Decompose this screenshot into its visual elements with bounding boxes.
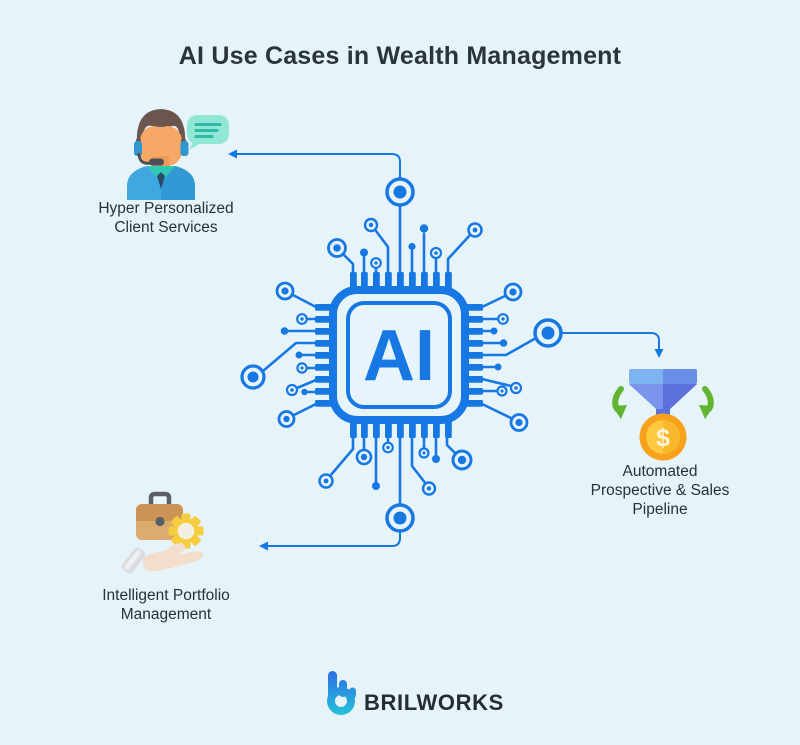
- brilworks-logo-mark: [327, 671, 356, 715]
- sales-funnel-icon: $: [612, 369, 714, 461]
- circuit-traces: [240, 177, 563, 533]
- label-line: Pipeline: [632, 501, 688, 518]
- connector-arrow-bottom-left: [259, 531, 401, 551]
- brand-wordmark: BRILWORKS: [364, 690, 504, 715]
- chip-label: AI: [363, 316, 435, 396]
- label-line: Management: [120, 606, 212, 623]
- label-line: Intelligent Portfolio: [102, 587, 230, 604]
- open-hand-icon: [121, 543, 203, 574]
- label-line: Prospective & Sales: [590, 482, 730, 499]
- portfolio-hand-icon: [121, 491, 204, 574]
- connector-arrow-right: [561, 332, 664, 358]
- chip-inner-frame: [346, 301, 452, 409]
- support-agent-icon: [127, 109, 229, 200]
- label-hyper-personalized-client-services: Hyper Personalized Client Services: [66, 199, 266, 237]
- label-line: Hyper Personalized: [98, 200, 234, 217]
- dollar-coin-icon: $: [639, 413, 687, 461]
- chip-outer-frame: [329, 286, 469, 424]
- label-automated-prospective-sales-pipeline: Automated Prospective & Sales Pipeline: [560, 462, 760, 519]
- connector-arrow-top-left: [228, 149, 401, 179]
- page-title: AI Use Cases in Wealth Management: [178, 42, 622, 70]
- label-line: Automated: [622, 463, 698, 480]
- headset-icon: [134, 141, 189, 166]
- dollar-glyph: $: [656, 424, 670, 452]
- ai-chip: AI: [315, 272, 483, 438]
- label-line: Client Services: [114, 219, 218, 236]
- gear-icon: [168, 513, 204, 549]
- label-intelligent-portfolio-management: Intelligent Portfolio Management: [66, 586, 266, 624]
- chat-bubble-icon: [187, 115, 229, 150]
